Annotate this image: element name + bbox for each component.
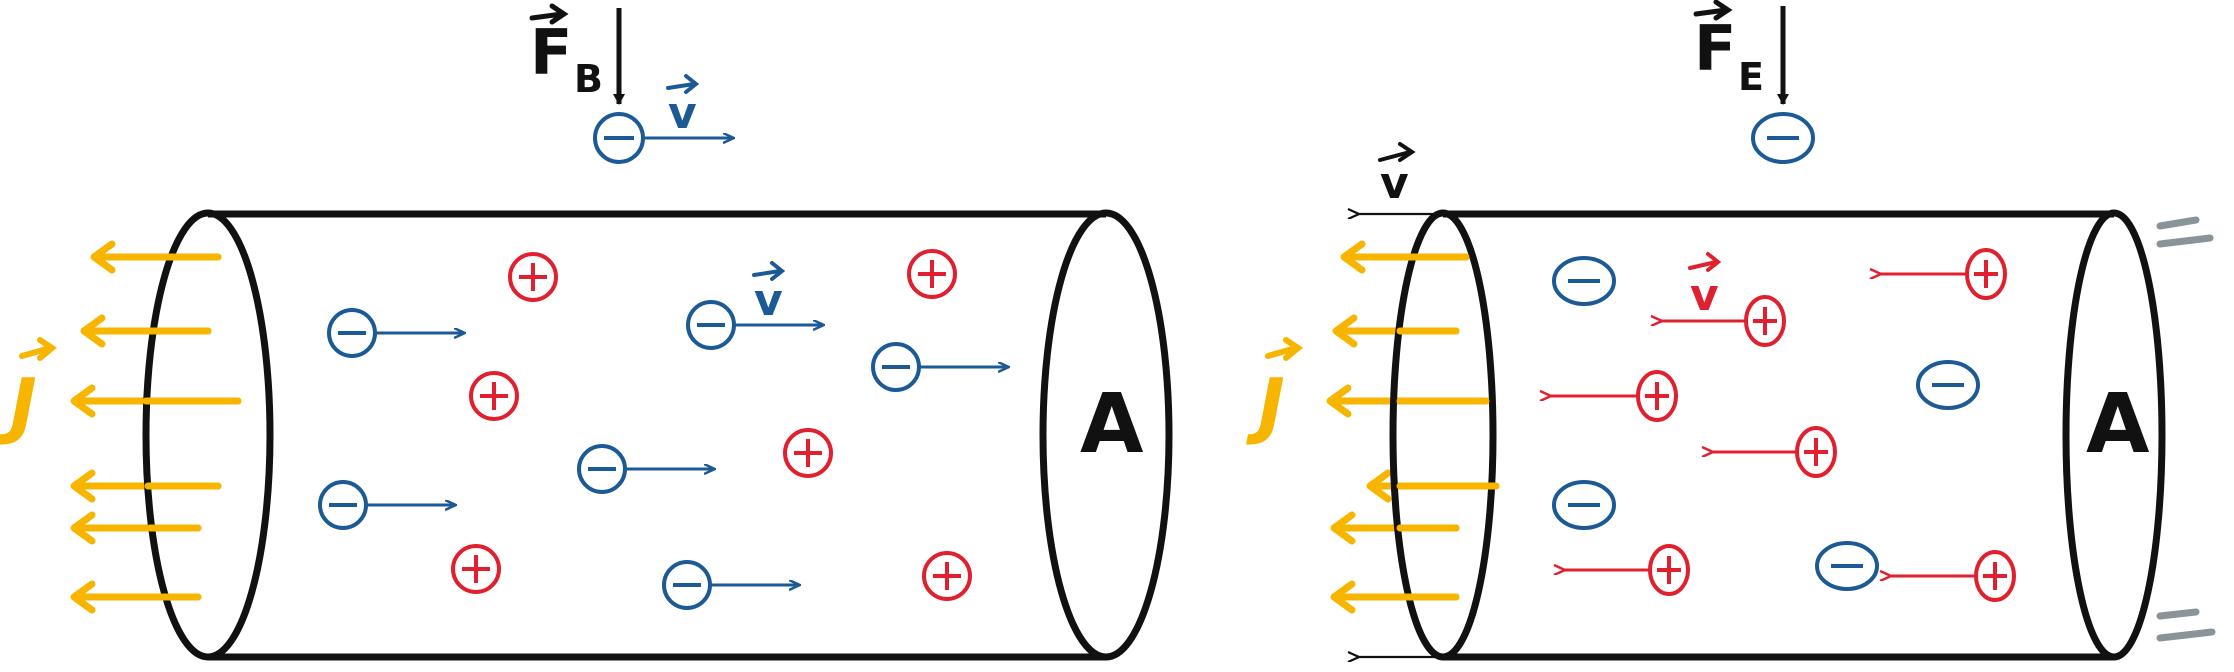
current-density-symbol: J (0, 363, 37, 447)
proton (1550, 370, 1678, 422)
electron-top-left: v (593, 74, 733, 164)
vector-arrow-icon (666, 74, 700, 94)
proton (783, 428, 833, 478)
proton (1880, 248, 2007, 300)
cylinder-left-face (1389, 209, 1497, 661)
current-arrows-left-front (142, 253, 242, 601)
cylinder-right-face (2062, 209, 2166, 661)
conductor-cylinder-left (142, 209, 1173, 661)
electric-force-label: F E (1693, 0, 1789, 105)
proton (922, 551, 972, 601)
force-subscript: E (1738, 55, 1764, 99)
force-symbol: F (530, 16, 572, 89)
current-density-label-right: J (1246, 337, 1304, 447)
electron (871, 342, 1008, 392)
cylinder-walls (208, 210, 1106, 661)
protons-left (451, 249, 972, 601)
force-symbol: F (1694, 12, 1736, 85)
force-subscript: B (574, 57, 603, 101)
electron-top-right (1751, 112, 1815, 164)
electron (577, 444, 714, 494)
vector-arrow-icon (1265, 337, 1304, 361)
proton (907, 249, 957, 299)
vector-arrow-icon (1693, 0, 1733, 21)
electron (1552, 480, 1616, 530)
motion-marks (2156, 216, 2216, 642)
conductor-cylinder-right (1389, 209, 2166, 661)
area-label-right: A (2086, 377, 2150, 472)
electron (1552, 256, 1616, 306)
electron (318, 480, 455, 530)
electron (327, 308, 464, 358)
current-arrows-right (1326, 240, 1500, 614)
proton: v (1661, 252, 1786, 347)
vector-arrow-icon (752, 261, 786, 281)
magnetic-force-label: F B (529, 3, 625, 105)
right-panel: J v A F E (1246, 0, 2216, 661)
current-arrows-right-front (1396, 253, 1500, 601)
electron (662, 560, 799, 610)
vector-arrow-icon (19, 337, 58, 361)
velocity-label: v (1690, 270, 1719, 321)
proton (1564, 544, 1690, 596)
current-density-label-left: J (0, 337, 58, 447)
electron: v (686, 261, 823, 350)
cylinder-left-face (142, 209, 274, 661)
area-label-left: A (1080, 377, 1144, 472)
electrons-left: v (318, 261, 1008, 610)
velocity-label: v (1380, 158, 1409, 209)
cylinder-walls (1443, 210, 2114, 661)
left-panel: J A F B v (0, 3, 1173, 661)
proton (451, 544, 501, 594)
cylinder-right-face (1039, 209, 1173, 661)
vector-arrow-icon (1378, 142, 1416, 162)
current-density-symbol: J (1246, 363, 1285, 447)
protons-right: v (1550, 248, 2016, 602)
electron (1916, 360, 1980, 410)
vector-arrow-icon (1688, 252, 1722, 272)
proton (1890, 550, 2016, 602)
electrons-right (1552, 256, 1980, 591)
cylinder-velocity: v (1358, 142, 1443, 657)
proton (469, 371, 519, 421)
proton (508, 252, 558, 302)
velocity-label: v (754, 275, 783, 326)
proton (1712, 426, 1837, 478)
velocity-label: v (668, 88, 697, 139)
electron (1815, 541, 1879, 591)
vector-arrow-icon (529, 3, 569, 25)
